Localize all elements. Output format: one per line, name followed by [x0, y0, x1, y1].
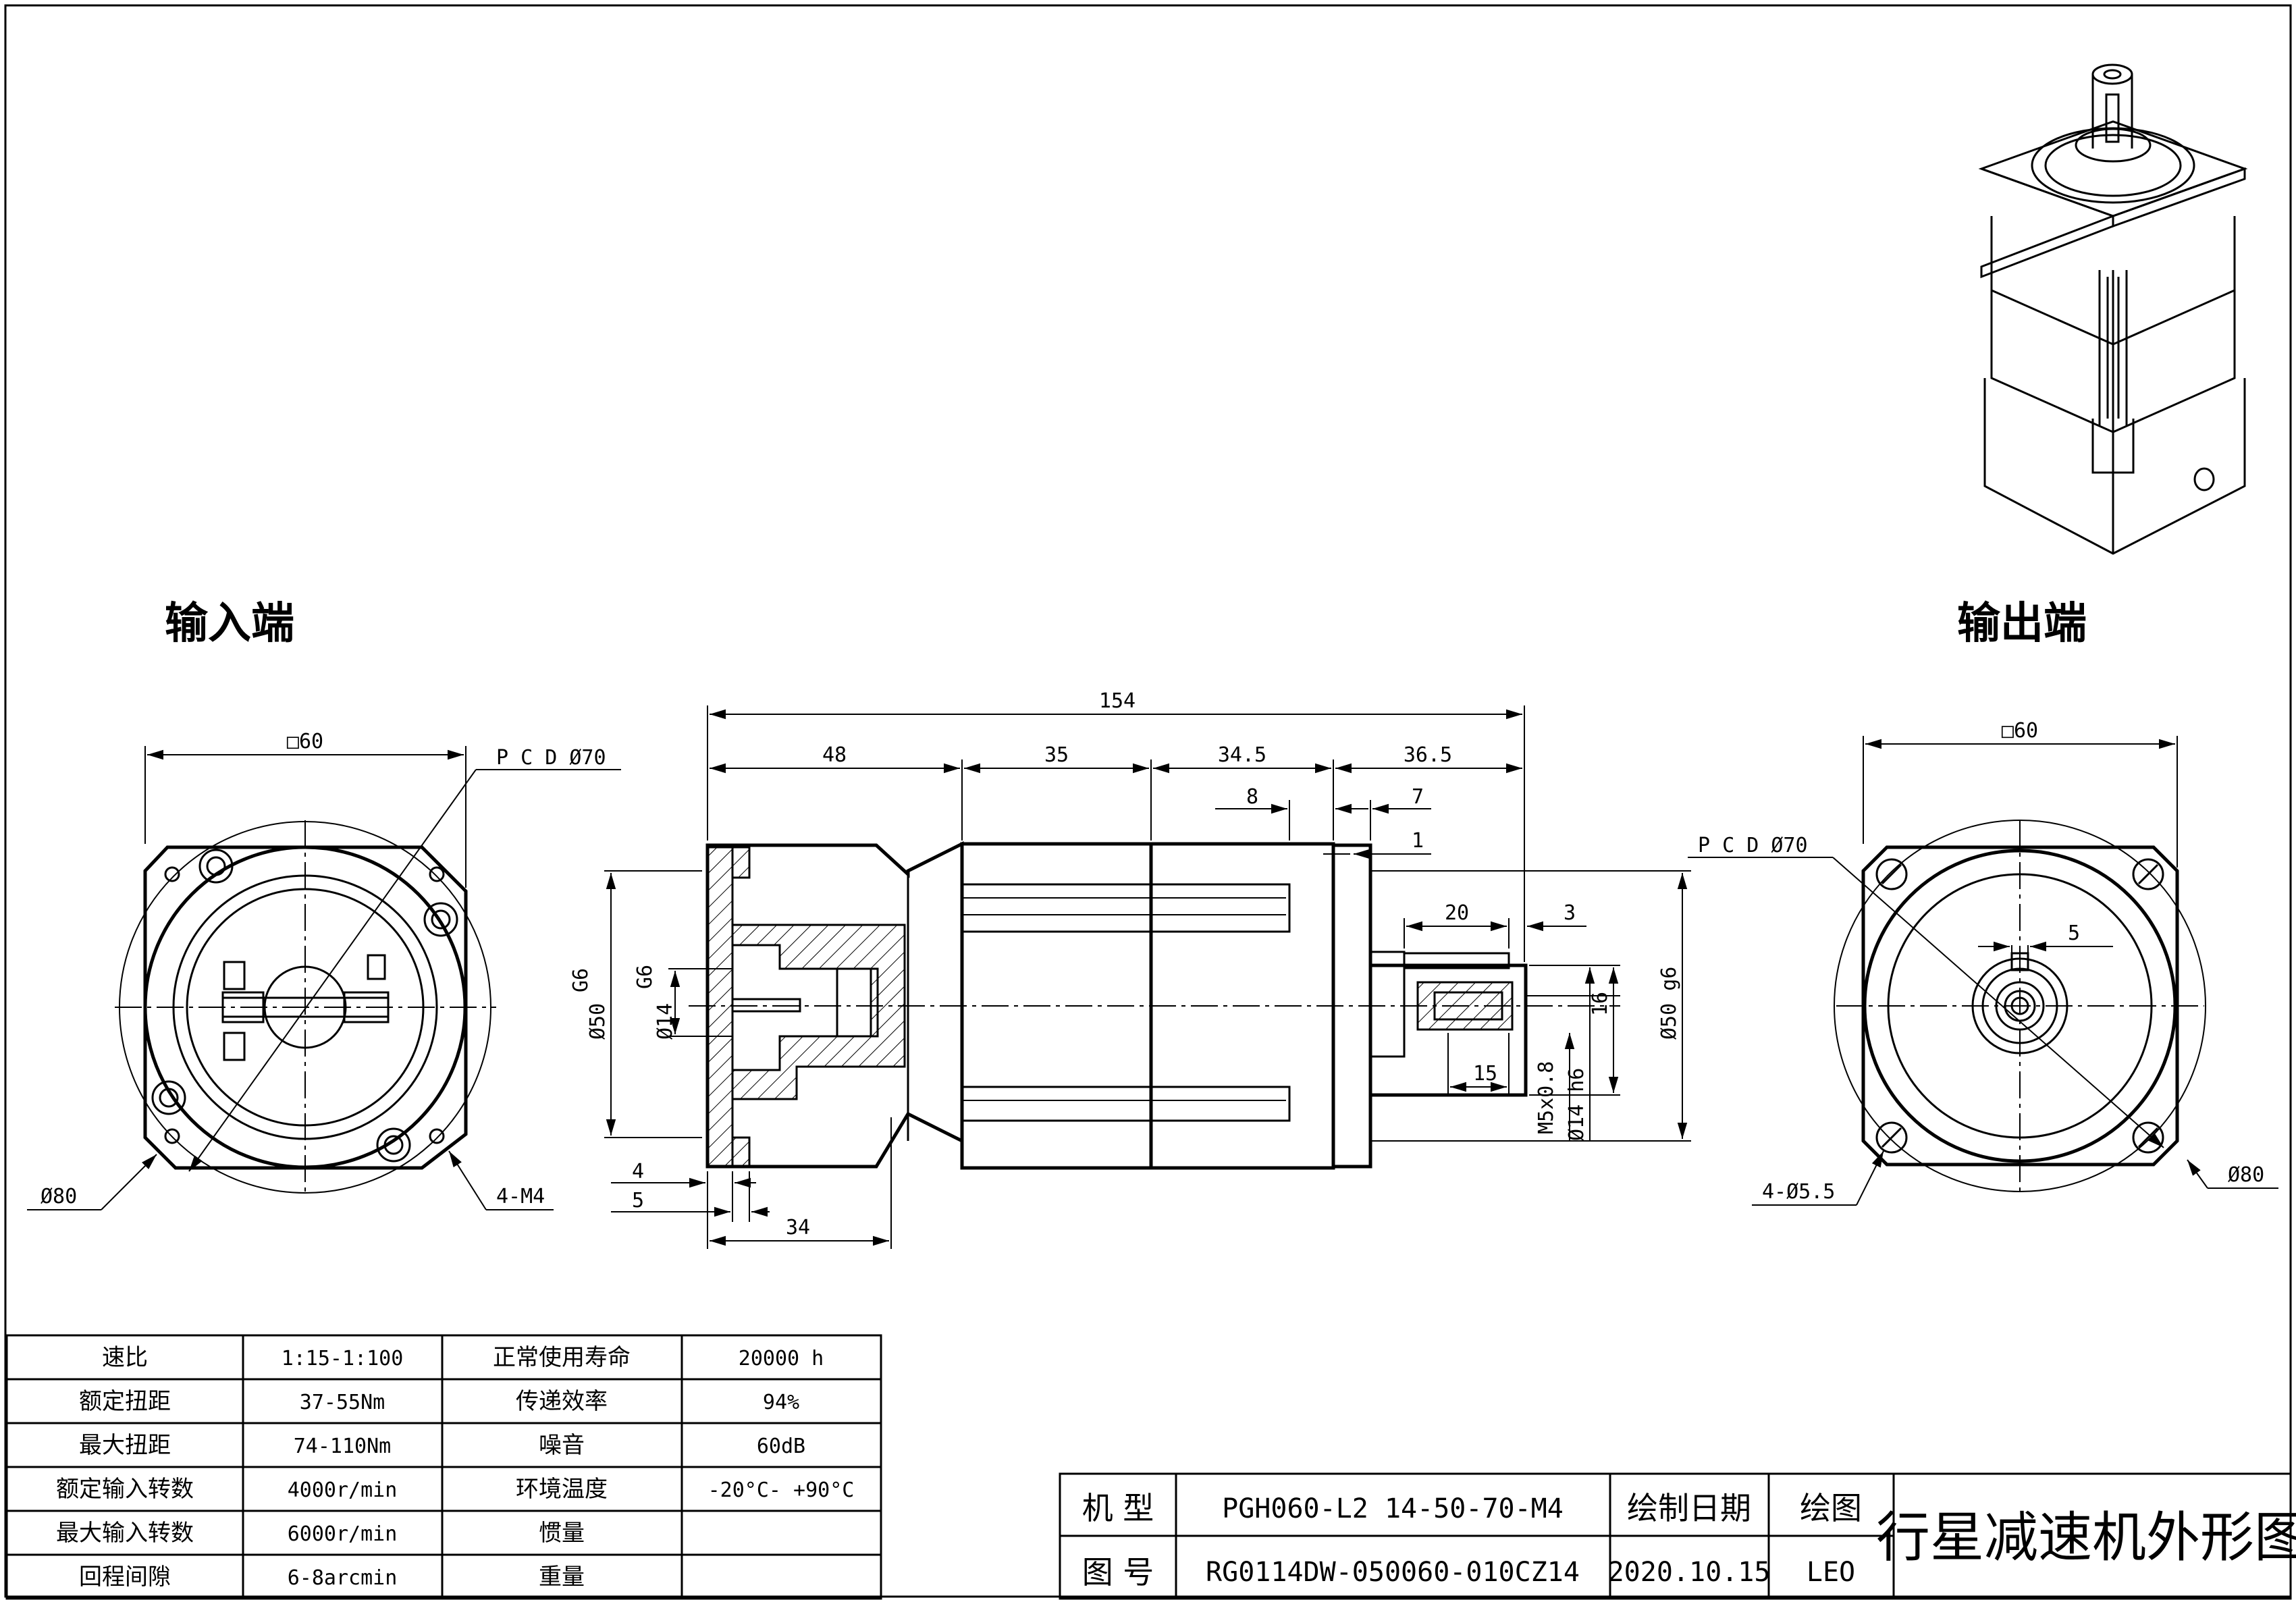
dim-g6-b: G6	[633, 965, 657, 989]
dim-1: 1	[1412, 829, 1424, 853]
input-pcd-dim: P C D Ø70	[496, 746, 606, 770]
spec-cell-r4-c0: 最大输入转数	[56, 1520, 194, 1547]
spec-cell-r3-c1: 4000r/min	[288, 1478, 398, 1502]
spec-cell-r0-c1: 1:15-1:100	[282, 1347, 404, 1370]
dim-phi14h6: Ø14 h6	[1565, 1068, 1588, 1141]
dim-16: 16	[1588, 992, 1612, 1016]
isometric-gearbox-image	[1978, 63, 2248, 555]
dim-20: 20	[1445, 901, 1469, 925]
output-end-view: □60 P C D Ø70 5 4-Ø5.5 Ø80	[1688, 719, 2278, 1206]
input-end-label: 输入端	[165, 599, 294, 649]
dim-36-5: 36.5	[1404, 743, 1452, 767]
spec-cell-r0-c0: 速比	[102, 1344, 148, 1371]
title-block: 机 型 PGH060-L2 14-50-70-M4 图 号 RG0114DW-0…	[1059, 1472, 2296, 1600]
spec-cell-r5-c1: 6-8arcmin	[288, 1566, 398, 1590]
dim-48: 48	[822, 743, 847, 767]
spec-cell-r5-c0: 回程间隙	[79, 1564, 171, 1591]
spec-cell-r2-c0: 最大扭距	[79, 1432, 171, 1459]
output-key-dim: 5	[2068, 922, 2080, 945]
output-holes-dim: 4-Ø5.5	[1762, 1180, 1835, 1204]
spec-cell-r2-c3: 60dB	[757, 1435, 805, 1458]
spec-cell-r1-c3: 94%	[763, 1391, 799, 1414]
dim-phi50g6: Ø50 g6	[1657, 967, 1681, 1040]
input-end-view: □60 P C D Ø70 Ø80 4-M4	[27, 730, 621, 1210]
spec-cell-r3-c0: 额定输入转数	[56, 1476, 194, 1503]
dim-5: 5	[632, 1189, 644, 1212]
date-label: 绘制日期	[1627, 1490, 1751, 1526]
dim-4: 4	[632, 1160, 644, 1183]
dim-m5: M5x0.8	[1534, 1061, 1558, 1134]
spec-table-cells: 速比 1:15-1:100 正常使用寿命 20000 h 额定扭距 37-55Nm 传递效率…	[56, 1344, 854, 1591]
output-end-label: 输出端	[1957, 599, 2087, 649]
spec-cell-r1-c1: 37-55Nm	[300, 1391, 385, 1414]
dim-15: 15	[1473, 1062, 1497, 1086]
dim-7: 7	[1412, 785, 1424, 809]
side-view: 154 48 35 34.5 36.5 8 7 1 20 3 15	[569, 689, 1691, 1249]
input-d80-dim: Ø80	[41, 1185, 77, 1208]
spec-cell-r4-c2: 惯量	[539, 1520, 585, 1547]
drawing-no-label: 图 号	[1082, 1554, 1154, 1591]
drawing-no-value: RG0114DW-050060-010CZ14	[1206, 1557, 1580, 1588]
dim-34: 34	[786, 1216, 810, 1239]
dim-8: 8	[1246, 785, 1258, 809]
spec-cell-r0-c2: 正常使用寿命	[493, 1344, 631, 1371]
sheet-border	[4, 4, 2292, 1598]
dim-g6-a: G6	[569, 968, 593, 992]
dim-35: 35	[1044, 743, 1069, 767]
dim-phi14: Ø14	[653, 1003, 677, 1040]
spec-cell-r0-c3: 20000 h	[739, 1347, 824, 1370]
output-d80-dim: Ø80	[2228, 1163, 2264, 1187]
drawer-label: 绘图	[1800, 1490, 1862, 1526]
spec-cell-r1-c0: 额定扭距	[79, 1388, 171, 1415]
spec-cell-r4-c1: 6000r/min	[288, 1522, 398, 1546]
input-square-dim: □60	[287, 730, 323, 753]
model-label: 机 型	[1082, 1490, 1154, 1526]
spec-cell-r2-c2: 噪音	[539, 1432, 585, 1459]
dim-34-5: 34.5	[1218, 743, 1266, 767]
drawing-title: 行星减速机外形图	[1876, 1506, 2296, 1569]
spec-cell-r1-c2: 传递效率	[516, 1388, 608, 1415]
drawer-value: LEO	[1807, 1557, 1855, 1588]
spec-cell-r5-c2: 重量	[539, 1564, 585, 1591]
dim-phi50: Ø50	[586, 1003, 610, 1040]
spec-cell-r3-c3: -20°C- +90°C	[708, 1478, 855, 1502]
spec-table	[5, 1334, 882, 1600]
date-value: 2020.10.15	[1608, 1557, 1771, 1588]
model-value: PGH060-L2 14-50-70-M4	[1222, 1493, 1564, 1524]
output-square-dim: □60	[2002, 719, 2038, 743]
output-pcd-dim: P C D Ø70	[1698, 834, 1808, 857]
spec-cell-r3-c2: 环境温度	[516, 1476, 608, 1503]
total-length-dim: 154	[1099, 689, 1136, 713]
input-holes-dim: 4-M4	[496, 1185, 545, 1208]
spec-cell-r2-c1: 74-110Nm	[294, 1435, 392, 1458]
dim-3: 3	[1564, 901, 1576, 925]
